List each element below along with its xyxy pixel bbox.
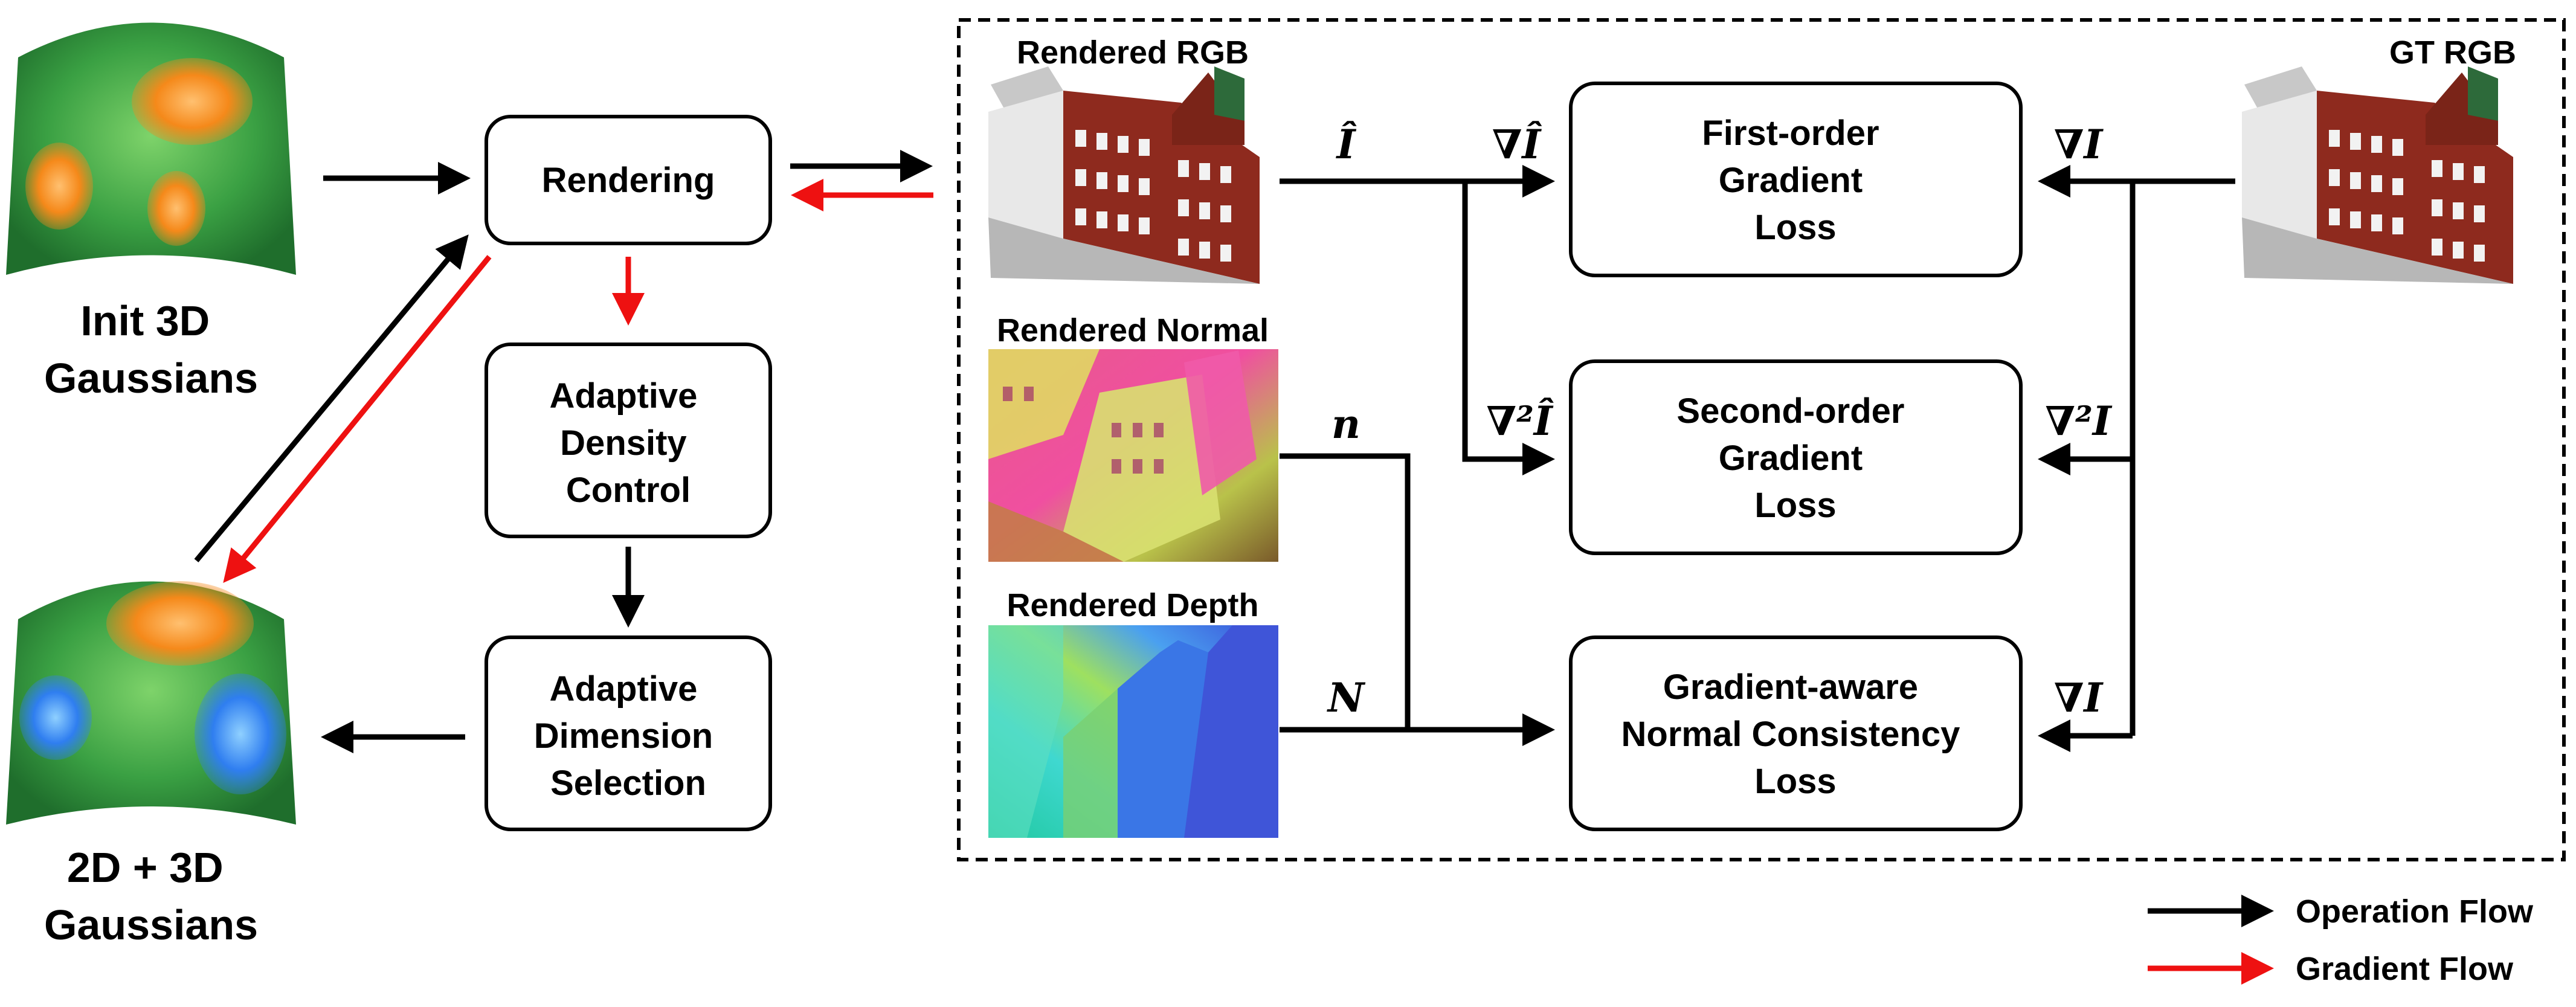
first-order-gradient-loss-text: First-order Gradient Loss (1702, 114, 1889, 247)
rendered-rgb-label: Rendered RGB (1017, 34, 1249, 71)
orange-gaussian (106, 581, 254, 666)
second-order-gradient-loss-text: Second-order Gradient Loss (1676, 391, 1914, 525)
init-gaussians-label: Init 3D Gaussians (44, 297, 258, 402)
normal-consistency-loss-box: Gradient-aware Normal Consistency Loss (1569, 635, 2023, 831)
blue-gaussian (195, 674, 286, 794)
blue-gaussian (19, 675, 92, 760)
init-label-line: Init 3D (80, 297, 210, 344)
gt-rgb-image (2242, 66, 2513, 284)
grad2-i-hat-symbol: ∇²Î (1486, 397, 1554, 445)
rendering-box: Rendering (485, 115, 772, 245)
normal-consistency-loss-text: Gradient-aware Normal Consistency Loss (1621, 668, 1970, 801)
orange-gaussian (147, 171, 205, 246)
gt-rgb-label: GT RGB (2389, 34, 2516, 71)
rendered-depth-label: Rendered Depth (1006, 587, 1258, 623)
first-order-gradient-loss-box: First-order Gradient Loss (1569, 82, 2023, 277)
rendered-depth-image (988, 625, 1278, 838)
orange-gaussian (132, 58, 253, 145)
grad-i-symbol: ∇I (2054, 121, 2104, 168)
rendering-text: Rendering (542, 161, 715, 200)
rendered-rgb-image (988, 66, 1260, 284)
rgb-to-second-order-arrow (1462, 181, 1555, 475)
rendered-normal-label: Rendered Normal (997, 312, 1269, 349)
grad2-i-symbol: ∇²I (2045, 397, 2113, 445)
i-hat-symbol: Î (1336, 121, 1357, 168)
init-gaussians (6, 22, 296, 275)
orange-gaussian (25, 143, 93, 230)
legend: Operation Flow Gradient Flow (2148, 893, 2534, 987)
result-gaussians-label: 2D + 3D Gaussians (44, 844, 258, 948)
loss-panel (957, 18, 2566, 861)
adaptive-density-control-box: Adaptive Density Control (485, 343, 772, 538)
legend-gradient-label: Gradient Flow (2296, 951, 2514, 987)
depth-normal-N-symbol: N (1327, 674, 1366, 721)
legend-operation-label: Operation Flow (2296, 893, 2534, 930)
second-order-gradient-loss-box: Second-order Gradient Loss (1569, 359, 2023, 555)
grad-i-symbol: ∇I (2054, 674, 2104, 721)
result-label-line: Gaussians (44, 901, 258, 948)
rendered-normal-image (988, 349, 1278, 562)
grad-i-hat-symbol: ∇Î (1492, 121, 1542, 168)
rendering-to-result-gradient-arrow (223, 255, 492, 583)
result-gaussians (6, 581, 296, 825)
adaptive-dimension-selection-text: Adaptive Dimension Selection (534, 669, 723, 803)
result-label-line: 2D + 3D (67, 844, 224, 891)
adaptive-density-control-text: Adaptive Density Control (549, 376, 707, 510)
result-to-rendering-arrow (194, 234, 469, 562)
adaptive-dimension-selection-box: Adaptive Dimension Selection (485, 635, 772, 831)
normal-n-symbol: n (1331, 401, 1360, 448)
init-label-line: Gaussians (44, 355, 258, 402)
normal-output-line (1280, 453, 1411, 730)
